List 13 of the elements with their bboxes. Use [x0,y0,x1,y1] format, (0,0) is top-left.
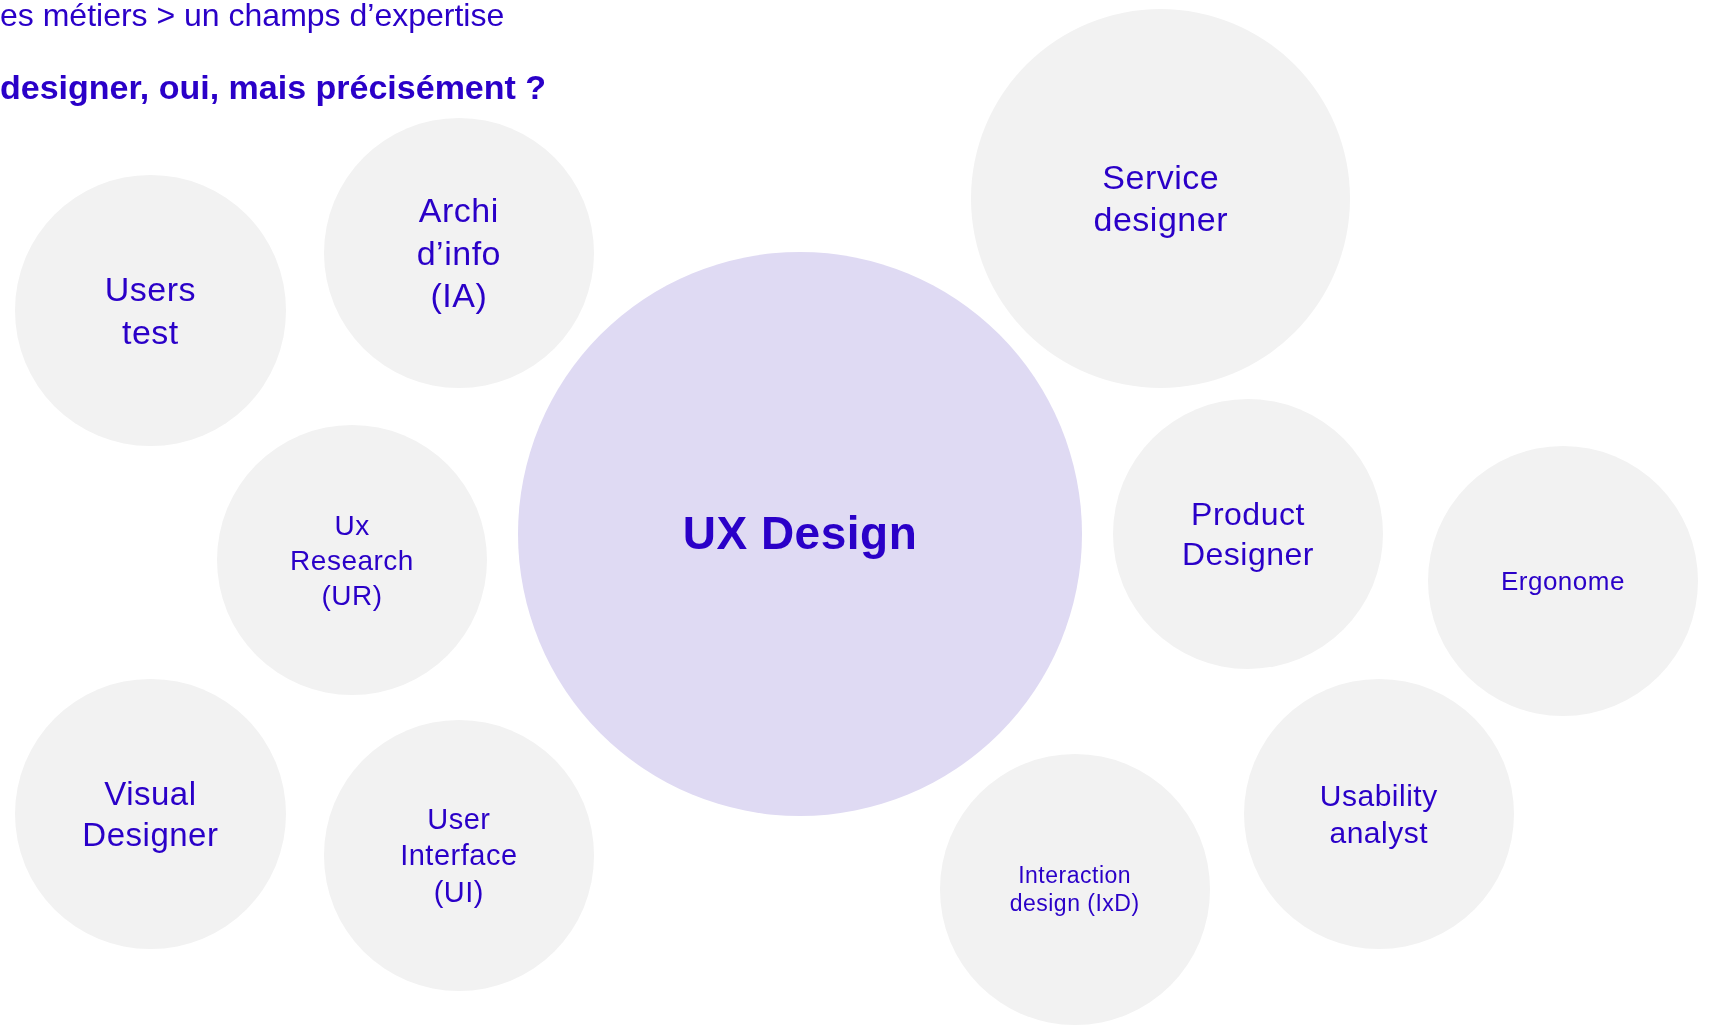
role-label: UX Design [681,506,919,562]
role-label: Ux Research (UR) [289,508,415,613]
role-label: Users test [103,269,198,353]
role-label: Interaction design (IxD) [1008,860,1141,919]
role-label: User Interface (UI) [399,802,519,910]
role-label: Ergonome [1499,564,1626,598]
role-label: Service designer [1092,156,1229,241]
subtitle: es métiers > un champs d’expertise [0,0,505,35]
role-label: Usability analyst [1318,777,1439,852]
role-label: Visual Designer [81,773,220,856]
role-label: Product Designer [1180,495,1315,575]
title: designer, oui, mais précisément ? [0,68,547,107]
role-label: Archi d’info (IA) [415,190,502,317]
